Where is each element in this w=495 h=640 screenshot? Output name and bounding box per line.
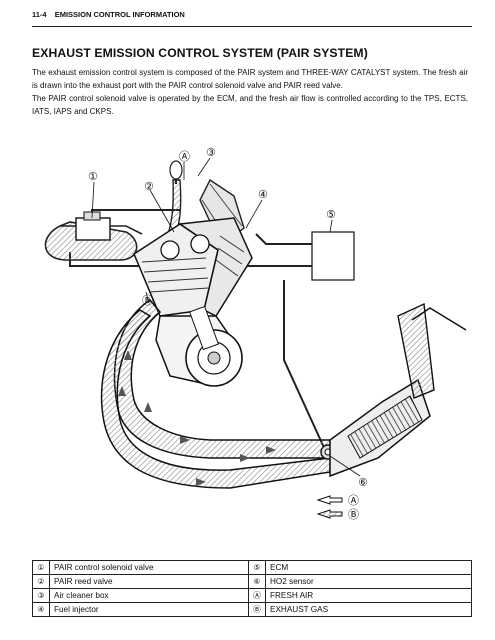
table-row: ② PAIR reed valve ⑥ HO2 sensor [32,574,472,589]
callout-b-legend: Ⓑ [348,508,359,521]
callout-2: ② [144,180,154,193]
callout-a-top: Ⓐ [179,150,190,163]
catalytic-converter [329,302,467,478]
legend-label: EXHAUST GAS [265,602,472,617]
legend-number: Ⓐ [248,588,266,603]
ecm-box [311,231,355,281]
callout-3: ③ [206,146,216,159]
intro-text: The exhaust emission control system is c… [32,66,468,118]
table-row: ③ Air cleaner box Ⓐ FRESH AIR [32,588,472,603]
section-heading: EXHAUST EMISSION CONTROL SYSTEM (PAIR SY… [32,46,368,60]
callout-4: ④ [258,188,268,201]
parts-legend-table: ① PAIR control solenoid valve ⑤ ECM ② PA… [32,560,472,617]
page-number: 11-4 [32,10,47,19]
section-title: EMISSION CONTROL INFORMATION [54,10,185,19]
callout-5: ⑤ [326,208,336,221]
leader-lines [91,157,361,477]
legend-number: ② [32,574,50,589]
table-row: ① PAIR control solenoid valve ⑤ ECM [32,560,472,575]
legend-label: FRESH AIR [265,588,472,603]
legend-number: ④ [32,602,50,617]
legend-label: Fuel injector [49,602,249,617]
legend-number: ③ [32,588,50,603]
table-row: ④ Fuel injector Ⓑ EXHAUST GAS [32,602,472,617]
page-header: 11-4 EMISSION CONTROL INFORMATION [32,8,472,27]
legend-label: ECM [265,560,472,575]
legend-label: PAIR reed valve [49,574,249,589]
callout-1: ① [88,170,98,183]
legend-label: Air cleaner box [49,588,249,603]
flow-legend-arrows [316,495,343,519]
callout-b-top: Ⓑ [142,294,153,307]
callout-6: ⑥ [358,476,368,489]
legend-number: Ⓑ [248,602,266,617]
engine [133,217,253,387]
pair-system-diagram: ① ② Ⓐ ③ ④ ⑤ Ⓑ ⑥ Ⓐ Ⓑ [44,146,467,521]
legend-number: ⑤ [248,560,266,575]
callout-a-legend: Ⓐ [348,494,359,507]
legend-label: HO2 sensor [265,574,472,589]
intro-paragraph-2: The PAIR control solenoid valve is opera… [32,94,468,116]
legend-label: PAIR control solenoid valve [49,560,249,575]
pair-solenoid-valve [75,211,111,241]
legend-number: ① [32,560,50,575]
legend-number: ⑥ [248,574,266,589]
intro-paragraph-1: The exhaust emission control system is c… [32,68,468,90]
